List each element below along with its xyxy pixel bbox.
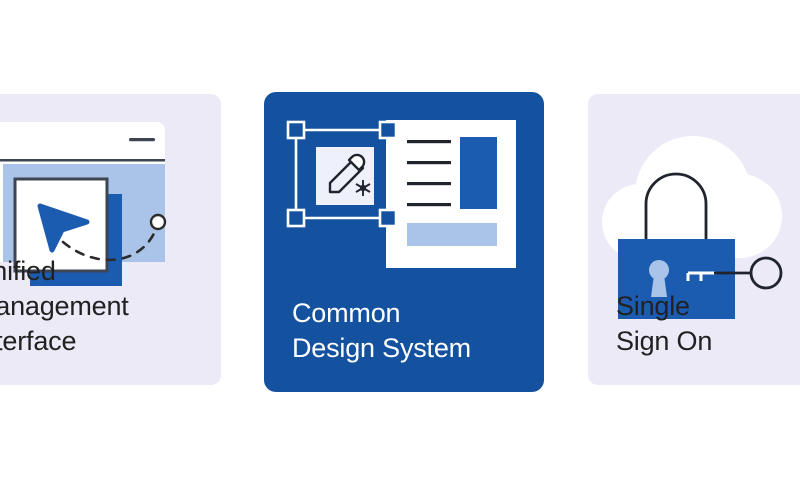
padlock-shackle	[644, 172, 708, 240]
blue-image-block	[460, 137, 497, 209]
design-canvas-illustration	[286, 120, 516, 268]
cloud-shape	[602, 136, 782, 260]
cloud-padlock-key-illustration	[602, 136, 783, 319]
padlock-body	[618, 239, 735, 319]
text-line	[407, 161, 451, 165]
text-line	[407, 203, 451, 207]
light-blue-bar	[407, 223, 497, 246]
dragged-tile	[13, 177, 109, 273]
feature-card-single-sign-on[interactable]: Single Sign On	[588, 94, 800, 385]
dashed-drag-path	[61, 227, 158, 262]
feature-card-common-design-system[interactable]: Common Design System	[264, 92, 544, 392]
key-bow	[749, 256, 783, 290]
selection-handle-bottom-right	[378, 208, 398, 228]
selection-handle-bottom-left	[286, 208, 306, 228]
keyhole	[649, 260, 669, 297]
card-label-unified-management-interface: Unified Management Interface	[0, 255, 129, 356]
key-teeth	[686, 271, 716, 281]
window-drag-cursor-illustration	[0, 122, 167, 286]
text-line	[407, 182, 451, 186]
document-sheet	[386, 120, 516, 268]
selection-handle-top-left	[286, 120, 306, 140]
card-label-common-design-system: Common Design System	[292, 297, 471, 363]
card-label-single-sign-on: Single Sign On	[616, 290, 713, 356]
feature-card-unified-management-interface[interactable]: Unified Management Interface	[0, 94, 221, 385]
pencil-edit-icon	[316, 147, 374, 205]
text-line	[407, 140, 451, 144]
selection-frame	[294, 128, 390, 220]
gear-sparkle	[355, 180, 371, 196]
mouse-cursor	[37, 203, 90, 253]
selection-handle-top-right	[378, 120, 398, 140]
drag-endpoint-dot	[149, 213, 167, 231]
window-minimize-dash	[129, 138, 155, 142]
